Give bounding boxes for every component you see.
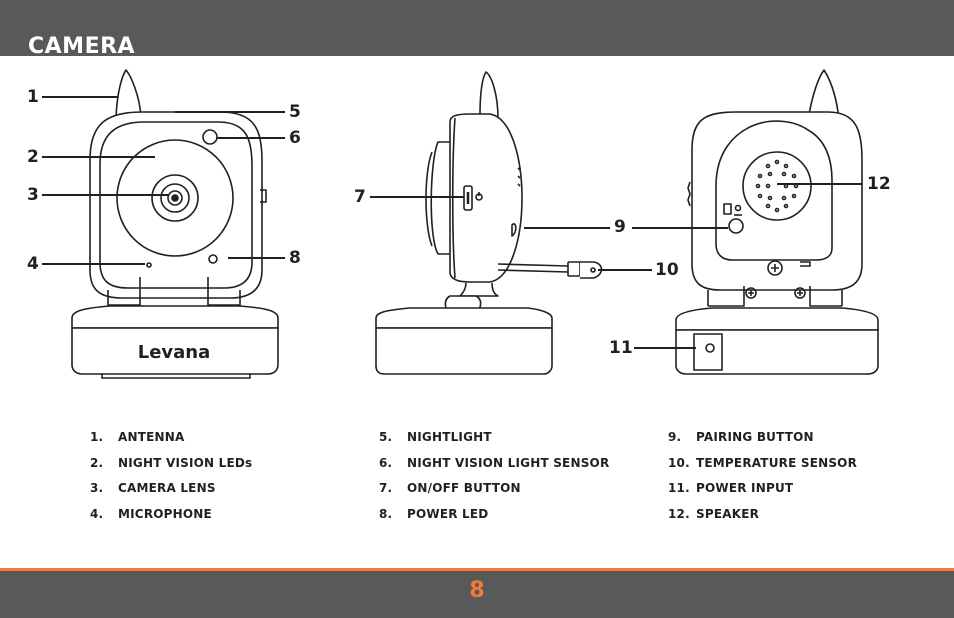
camera-front-view bbox=[71, 69, 279, 379]
legend-item: 4.MICROPHONE bbox=[90, 506, 212, 521]
callout-5: 5 bbox=[289, 102, 301, 122]
legend-item: 3.CAMERA LENS bbox=[90, 481, 216, 495]
footer-bar bbox=[0, 571, 954, 618]
callout-11: 11 bbox=[609, 338, 633, 358]
legend-item: 9.PAIRING BUTTON bbox=[668, 430, 814, 444]
legend-column-1: 1.ANTENNA 2.NIGHT VISION LEDs 3.CAMERA L… bbox=[90, 430, 252, 532]
footer-accent-line bbox=[0, 568, 954, 571]
legend-item: 1.ANTENNA bbox=[90, 430, 185, 444]
callout-6: 6 bbox=[289, 128, 301, 148]
legend-item: 8.POWER LED bbox=[379, 506, 489, 521]
legend-column-2: 5.NIGHTLIGHT 6.NIGHT VISION LIGHT SENSOR… bbox=[379, 430, 609, 532]
legend-item: 11.POWER INPUT bbox=[668, 481, 794, 495]
leader-lines bbox=[42, 96, 862, 349]
camera-diagram: Levana bbox=[42, 69, 879, 379]
brand-logo: Levana bbox=[138, 342, 211, 363]
callout-2: 2 bbox=[27, 147, 39, 167]
legend-item: 10.TEMPERATURE SENSOR bbox=[668, 455, 858, 470]
callout-7: 7 bbox=[354, 187, 366, 207]
camera-side-view bbox=[375, 71, 603, 375]
callout-4: 4 bbox=[27, 254, 39, 274]
header-bar bbox=[0, 0, 954, 56]
legend-item: 7.ON/OFF BUTTON bbox=[379, 481, 521, 495]
legend-item: 2.NIGHT VISION LEDs bbox=[90, 455, 253, 470]
camera-back-view bbox=[675, 69, 879, 375]
page-title: CAMERA bbox=[28, 34, 136, 59]
legend-item: 5.NIGHTLIGHT bbox=[379, 430, 492, 444]
legend-item: 12.SPEAKER bbox=[668, 506, 760, 521]
legend-item: 6.NIGHT VISION LIGHT SENSOR bbox=[379, 455, 610, 470]
callout-3: 3 bbox=[27, 185, 39, 205]
callout-8: 8 bbox=[289, 248, 301, 268]
callout-9: 9 bbox=[614, 217, 626, 237]
callout-12: 12 bbox=[867, 174, 891, 194]
callout-1: 1 bbox=[27, 87, 39, 107]
page-number: 8 bbox=[469, 578, 485, 603]
legend-column-3: 9.PAIRING BUTTON 10.TEMPERATURE SENSOR 1… bbox=[668, 430, 857, 532]
callout-10: 10 bbox=[655, 260, 679, 280]
